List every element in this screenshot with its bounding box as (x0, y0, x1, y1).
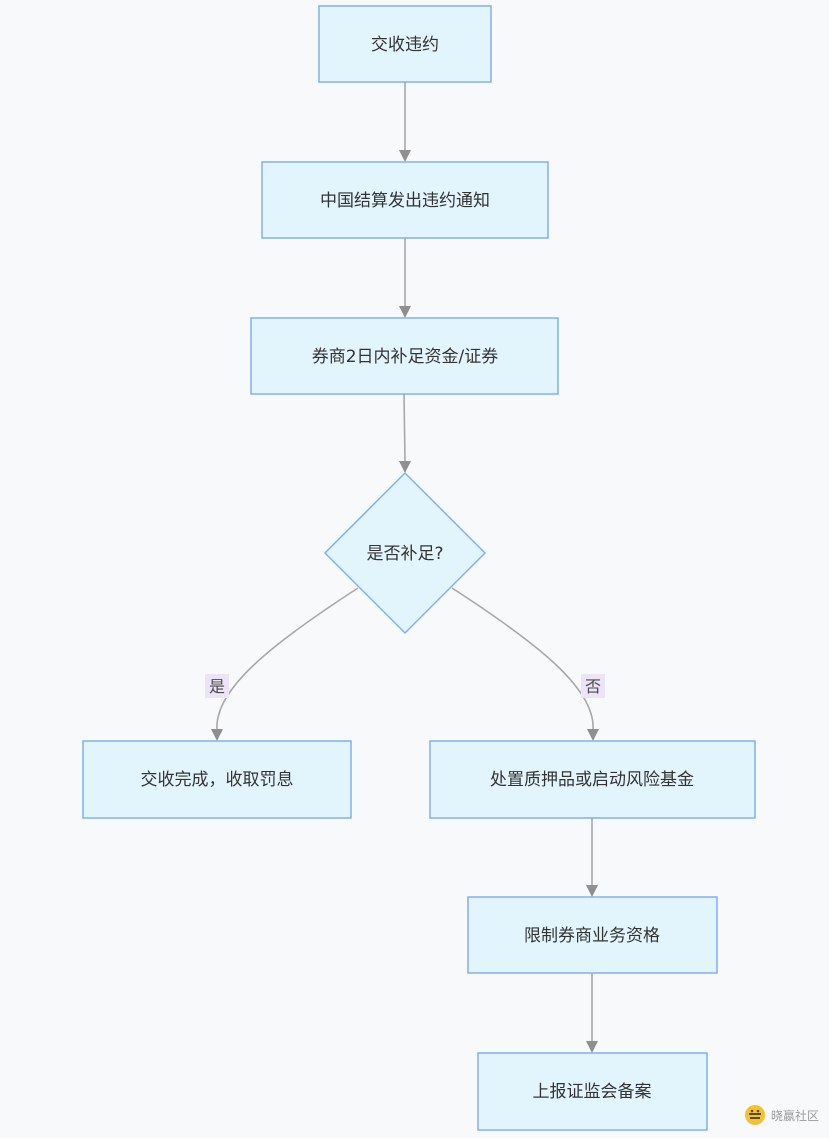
node-restrict-broker-label: 限制券商业务资格 (524, 926, 660, 946)
arrow-decision-yes (211, 729, 223, 741)
node-replenish: 券商2日内补足资金/证券 (250, 317, 559, 395)
edge-label-yes: 是 (205, 674, 229, 698)
watermark: 晓嬴社区 (744, 1104, 819, 1126)
watermark-text: 晓嬴社区 (770, 1108, 819, 1123)
edge-decision-no (451, 587, 594, 731)
node-collateral-disposal: 处置质押品或启动风险基金 (429, 740, 756, 819)
node-settlement-complete-label: 交收完成，收取罚息 (141, 770, 294, 790)
edge-n3-decision (403, 393, 406, 463)
arrow-no-n6 (586, 885, 598, 897)
edges (211, 82, 599, 1053)
node-decision-label: 是否补足? (366, 544, 443, 564)
edge-decision-yes (216, 587, 359, 731)
node-decision: 是否补足? (323, 471, 487, 635)
node-collateral-disposal-label: 处置质押品或启动风险基金 (490, 770, 694, 790)
edge-label-no: 否 (581, 674, 605, 698)
node-settlement-complete: 交收完成，收取罚息 (82, 740, 352, 819)
arrow-n3-decision (399, 461, 411, 473)
edge-label-yes-text: 是 (209, 677, 225, 696)
node-replenish-label: 券商2日内补足资金/证券 (312, 347, 499, 367)
node-default-label: 交收违约 (371, 35, 439, 55)
node-notice: 中国结算发出违约通知 (261, 161, 549, 239)
node-notice-label: 中国结算发出违约通知 (320, 191, 490, 211)
node-default: 交收违约 (318, 5, 492, 83)
arrow-decision-no (587, 729, 599, 741)
bee-logo-icon (744, 1105, 765, 1125)
arrow-n6-n7 (586, 1041, 598, 1053)
node-report-csrc: 上报证监会备案 (477, 1052, 708, 1131)
arrow-n1-n2 (399, 150, 411, 162)
node-restrict-broker: 限制券商业务资格 (467, 896, 718, 974)
arrow-n2-n3 (399, 306, 411, 318)
edge-label-no-text: 否 (585, 677, 601, 696)
node-report-csrc-label: 上报证监会备案 (533, 1082, 652, 1102)
